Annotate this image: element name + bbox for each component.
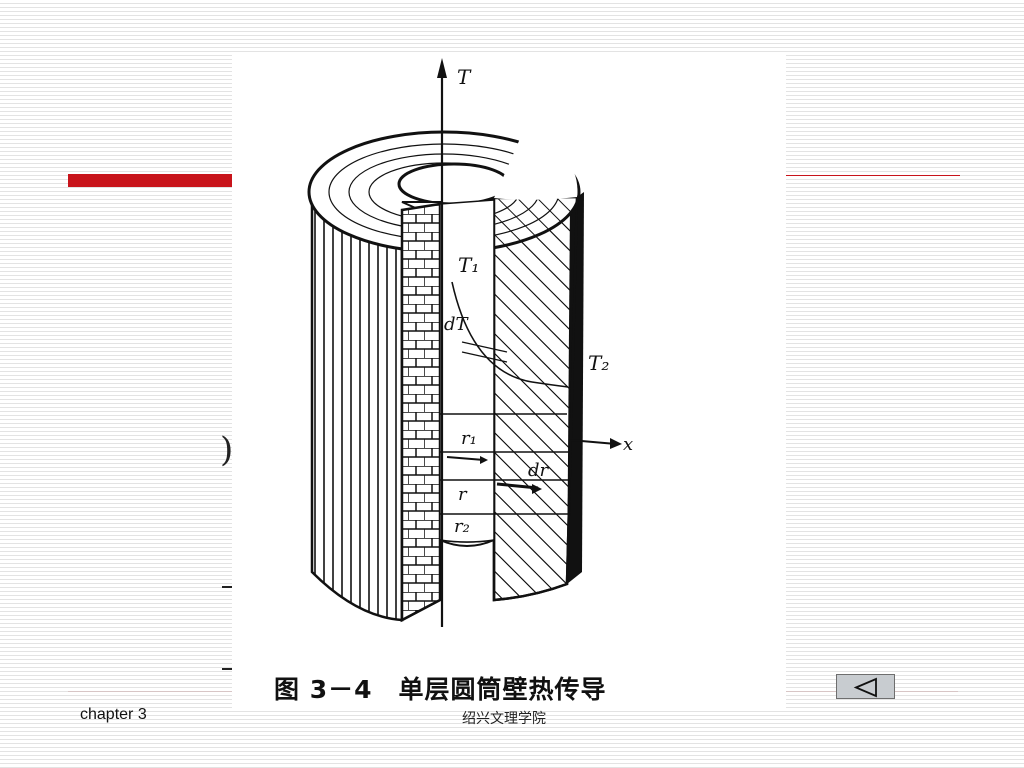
label-r1: r₁	[461, 428, 477, 449]
title-accent-line	[785, 175, 960, 176]
triangle-left-icon	[853, 677, 877, 698]
label-t2: T₂	[588, 351, 609, 375]
label-r2: r₂	[454, 516, 470, 537]
figure-caption: 图 3－4 单层圆筒壁热传导	[274, 675, 607, 704]
figure-cylinder-wall: T T₁ dT T₂ r₁ dr r r₂ x 图 3－4 单层圆筒壁热传导	[232, 52, 786, 708]
label-r: r	[458, 484, 468, 505]
t-axis-arrow	[437, 58, 447, 78]
label-t1: T₁	[458, 253, 479, 277]
cylinder-diagram: T T₁ dT T₂ r₁ dr r r₂ x	[307, 58, 633, 627]
back-button[interactable]	[836, 674, 895, 699]
label-axis-t: T	[457, 65, 472, 89]
label-axis-x: x	[623, 434, 633, 455]
top-inner-ellipse	[397, 162, 511, 206]
title-accent-bar	[68, 174, 238, 187]
hidden-glyph-fragment: )	[220, 430, 234, 470]
x-axis	[569, 439, 617, 445]
label-dr: dr	[528, 460, 550, 481]
label-dt: dT	[444, 314, 470, 335]
footer-school: 绍兴文理学院	[462, 711, 546, 727]
outer-surface	[310, 185, 404, 622]
footer-chapter: chapter 3	[80, 706, 147, 723]
